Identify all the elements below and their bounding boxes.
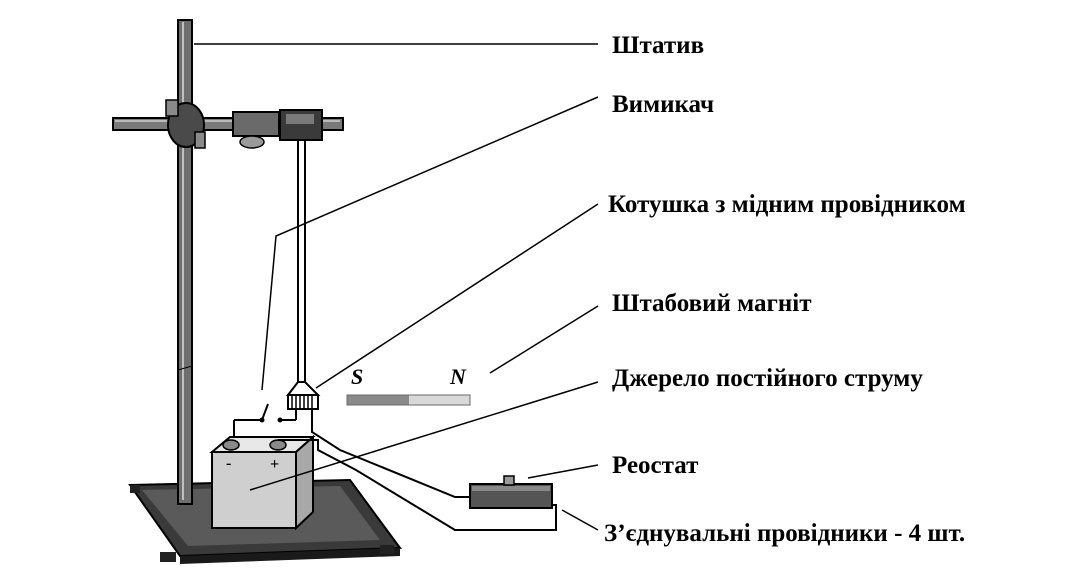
switch bbox=[233, 403, 297, 440]
label-magnet: Штабовий магніт bbox=[612, 290, 812, 317]
leader-magnet bbox=[489, 305, 599, 374]
plus-sign: + bbox=[270, 456, 279, 473]
terminal-plus bbox=[269, 439, 287, 451]
label-wires: З’єднувальні провідники - 4 шт. bbox=[604, 520, 965, 547]
terminal-minus bbox=[222, 439, 240, 451]
labels: Штатив Вимикач Котушка з мідним провідни… bbox=[604, 32, 966, 547]
label-rheostat: Реостат bbox=[612, 452, 698, 479]
leader-lines bbox=[194, 43, 599, 531]
label-source: Джерело постійного струму bbox=[612, 365, 923, 392]
leader-coil bbox=[315, 203, 599, 389]
label-stand: Штатив bbox=[612, 32, 704, 59]
leader-rheostat bbox=[527, 464, 599, 479]
label-switch: Вимикач bbox=[612, 91, 714, 118]
magnet-pole-n: N bbox=[449, 364, 467, 389]
stand-arm bbox=[112, 99, 344, 149]
minus-sign: - bbox=[226, 455, 231, 472]
bar-magnet: S N bbox=[346, 364, 471, 406]
magnet-north-half bbox=[409, 395, 470, 405]
leader-wires bbox=[561, 509, 599, 531]
label-coil: Котушка з мідним провідником bbox=[608, 191, 966, 218]
stand-rod bbox=[177, 19, 193, 505]
connecting-wires bbox=[278, 409, 557, 531]
leader-switch bbox=[261, 96, 599, 391]
coil bbox=[285, 140, 321, 410]
rheostat bbox=[469, 475, 553, 509]
magnet-pole-s: S bbox=[351, 364, 363, 389]
magnet-south-half bbox=[347, 395, 409, 405]
leader-source bbox=[249, 381, 599, 491]
power-source: - + bbox=[209, 434, 316, 531]
